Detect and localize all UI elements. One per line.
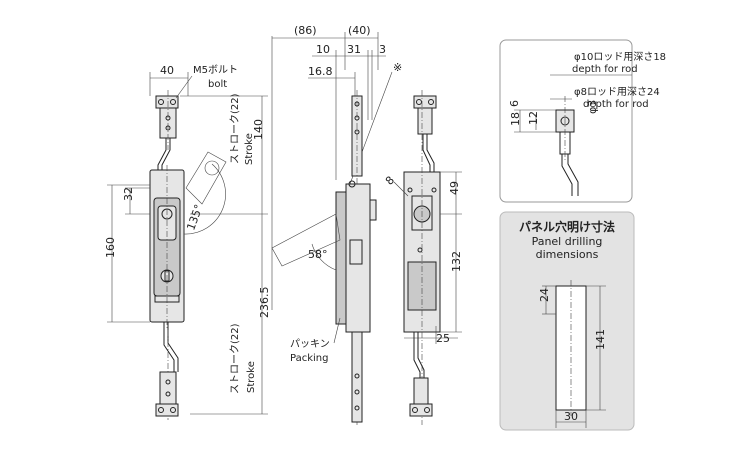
detail-dim-6: 6 bbox=[508, 100, 521, 107]
rear-top-fitting bbox=[413, 95, 437, 109]
bolt-label-en: bolt bbox=[208, 79, 227, 90]
side-view: (86) (40) 10 31 3 16.8 ※ 58° パッ bbox=[271, 24, 402, 425]
panel-dim-24: 24 bbox=[538, 288, 551, 302]
bottom-fitting bbox=[155, 403, 179, 417]
dim-16-8: 16.8 bbox=[308, 65, 333, 78]
rod8-depth-en: depth for rod bbox=[583, 99, 649, 110]
dim-49: 49 bbox=[448, 181, 461, 195]
panel-dim-30: 30 bbox=[564, 410, 578, 423]
side-bottom-rod bbox=[351, 331, 363, 423]
stroke-label-en-top: Stroke bbox=[244, 133, 255, 165]
dim-140: 140 bbox=[252, 119, 265, 140]
dim-160: 160 bbox=[104, 237, 117, 258]
bottom-rod-guide bbox=[159, 371, 177, 405]
panel-title-en-2: dimensions bbox=[536, 248, 599, 261]
front-view: 40 M5ボルト bolt 135° 32 bbox=[104, 64, 271, 420]
handle-open-ghost bbox=[185, 151, 227, 205]
dim-40: (40) bbox=[348, 24, 371, 37]
rear-view: 8 49 132 25 bbox=[383, 90, 463, 425]
side-body bbox=[345, 183, 371, 333]
packing-label-en: Packing bbox=[290, 353, 328, 364]
bolt-label-jp: M5ボルト bbox=[193, 64, 238, 76]
rod-depth-detail-box: φ10ロッド用深さ18 depth for rod φ8ロッド用深さ24 dep… bbox=[499, 39, 666, 203]
rod10-depth-en: depth for rod bbox=[572, 64, 638, 75]
panel-drilling-box: パネル穴明け寸法 Panel drilling dimensions 24 14… bbox=[499, 211, 635, 431]
side-panel-plate bbox=[335, 191, 347, 325]
dim-132: 132 bbox=[450, 251, 463, 272]
dim-3: 3 bbox=[379, 43, 386, 56]
front-width-40: 40 bbox=[160, 64, 174, 77]
stroke-label-jp-bottom: ストローク(22) bbox=[229, 323, 241, 394]
angle-135: 135° bbox=[184, 203, 205, 232]
dim-236-5: 236.5 bbox=[258, 287, 271, 319]
dim-86: (86) bbox=[294, 24, 317, 37]
dim-31: 31 bbox=[347, 43, 361, 56]
dim-8: 8 bbox=[383, 174, 397, 188]
panel-title-jp: パネル穴明け寸法 bbox=[519, 219, 615, 234]
dim-32: 32 bbox=[122, 187, 135, 201]
detail-dim-phi3: φ3 bbox=[586, 100, 599, 114]
angle-58: 58° bbox=[308, 248, 328, 261]
panel-title-en-1: Panel drilling bbox=[532, 235, 603, 248]
rear-bottom-fitting bbox=[409, 403, 433, 417]
detail-dim-12: 12 bbox=[527, 111, 540, 125]
dim-10: 10 bbox=[316, 43, 330, 56]
rod8-depth-jp: φ8ロッド用深さ24 bbox=[574, 86, 660, 98]
packing-label-jp: パッキン bbox=[290, 338, 330, 350]
side-handle-open-ghost bbox=[271, 213, 341, 267]
note-mark: ※ bbox=[393, 61, 402, 74]
stroke-label-jp-top: ストローク(22) bbox=[229, 93, 241, 164]
top-fitting bbox=[155, 95, 179, 109]
stroke-label-en-bottom: Stroke bbox=[246, 361, 257, 393]
rod10-depth-jp: φ10ロッド用深さ18 bbox=[574, 51, 666, 63]
panel-dim-141: 141 bbox=[594, 329, 607, 350]
dim-25: 25 bbox=[436, 332, 450, 345]
detail-dim-18: 18 bbox=[509, 112, 522, 126]
